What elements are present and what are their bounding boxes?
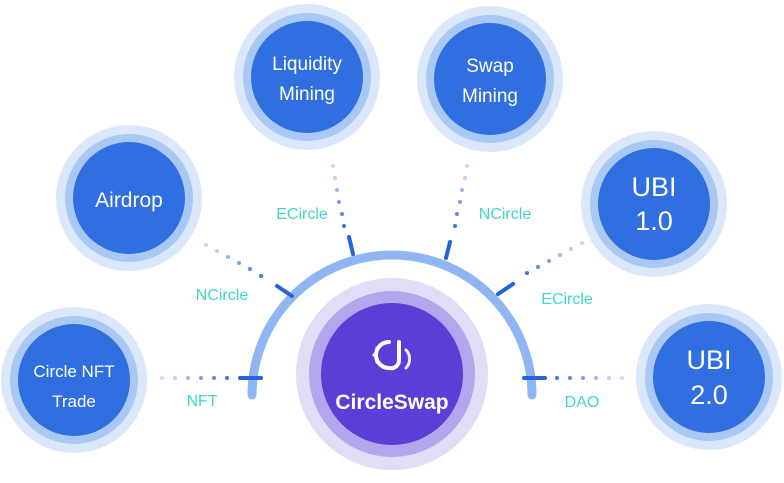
node-label: Swap — [466, 56, 514, 77]
connector-label-ecircle-left: ECircle — [276, 206, 328, 223]
node-liquidity-mining[interactable]: Liquidity Mining — [234, 4, 380, 150]
node-label: Airdrop — [95, 189, 163, 212]
arc-tick — [275, 284, 294, 298]
arc-tick — [347, 235, 355, 256]
node-label: Liquidity — [272, 54, 342, 75]
connector-ecircle-left-dots — [331, 164, 346, 228]
dotted-connectors — [160, 164, 624, 380]
connector-nft-dots — [160, 376, 229, 380]
connector-label-ncircle-left: NCircle — [196, 287, 249, 304]
node-airdrop[interactable]: Airdrop — [56, 125, 202, 271]
circleswap-hub[interactable]: CircleSwap — [296, 278, 488, 470]
connector-ecircle-right-dots — [525, 241, 584, 275]
orbit-arc — [247, 250, 537, 400]
circleswap-logo-icon — [372, 340, 412, 371]
hub-title: CircleSwap — [335, 391, 448, 414]
node-label: Mining — [462, 86, 518, 107]
connector-label-dao: DAO — [565, 394, 600, 411]
node-label: UBI — [631, 172, 676, 202]
node-label: UBI — [686, 345, 731, 375]
connector-label-ecircle-right: ECircle — [541, 291, 593, 308]
node-label: Mining — [279, 84, 335, 105]
node-circle-nft-trade[interactable]: Circle NFT Trade — [1, 307, 147, 453]
arc-ticks — [238, 235, 547, 380]
connector-ncircle-left-dots — [204, 243, 263, 278]
arc-tick — [496, 282, 515, 296]
node-label: Trade — [52, 392, 96, 411]
node-label: 1.0 — [635, 206, 673, 236]
node-ubi-2[interactable]: UBI 2.0 — [636, 304, 782, 450]
node-label: Circle NFT — [33, 362, 114, 381]
connector-label-nft: NFT — [186, 393, 217, 410]
node-label: 2.0 — [690, 380, 728, 410]
arc-tick — [444, 240, 452, 260]
connector-label-ncircle-right: NCircle — [479, 206, 532, 223]
node-ubi-1[interactable]: UBI 1.0 — [581, 131, 727, 277]
node-swap-mining[interactable]: Swap Mining — [417, 6, 563, 152]
connector-dao-dots — [555, 376, 624, 380]
connector-ncircle-right-dots — [453, 164, 469, 228]
